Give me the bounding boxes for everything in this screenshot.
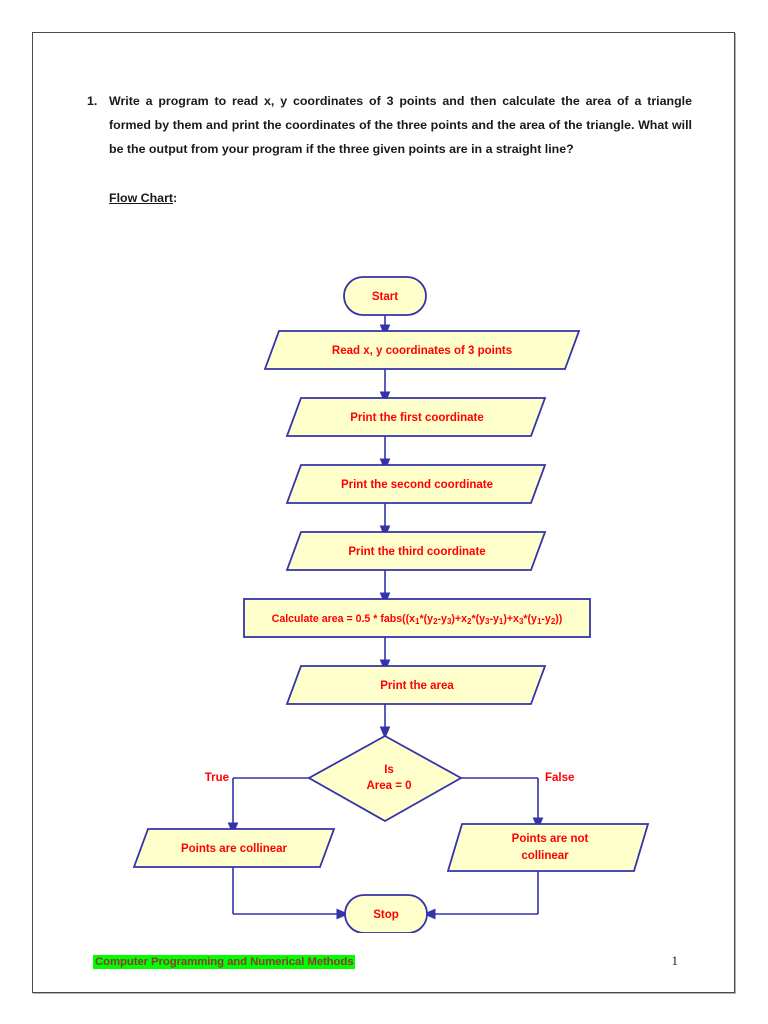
flowchart: Start Read x, y coordinates of 3 points … (33, 233, 736, 933)
flow-node-decision-line1: Is (384, 764, 394, 776)
flow-node-read[interactable]: Read x, y coordinates of 3 points (263, 330, 581, 370)
flow-node-print-first[interactable]: Print the first coordinate (285, 397, 547, 437)
flow-node-not-collinear[interactable]: Points are not collinear (446, 823, 650, 872)
flow-node-not-collinear-line1: Points are not (512, 833, 589, 845)
flow-node-start[interactable]: Start (343, 276, 427, 316)
flow-node-print-area-label: Print the area (380, 680, 454, 692)
flow-node-print-second-label: Print the second coordinate (341, 479, 493, 491)
flow-node-print-third-label: Print the third coordinate (348, 546, 485, 558)
question-number: 1. (87, 94, 98, 108)
document-page: 1. Write a program to read x, y coordina… (32, 32, 735, 993)
flow-node-print-first-label: Print the first coordinate (350, 412, 484, 424)
flow-node-print-second[interactable]: Print the second coordinate (285, 464, 547, 504)
flow-node-collinear-label: Points are collinear (181, 843, 288, 855)
page-footer: Computer Programming and Numerical Metho… (93, 953, 678, 969)
flow-node-stop[interactable]: Stop (344, 894, 428, 933)
branch-label-true: True (205, 772, 229, 784)
question-block: 1. Write a program to read x, y coordina… (87, 89, 692, 162)
footer-course-title: Computer Programming and Numerical Metho… (93, 955, 356, 969)
flow-node-collinear[interactable]: Points are collinear (132, 828, 336, 868)
flow-node-start-label: Start (372, 291, 398, 303)
flow-node-decision[interactable]: Is Area = 0 (307, 734, 463, 823)
flow-chart-heading: Flow Chart: (109, 191, 177, 205)
flow-chart-heading-colon: : (173, 191, 178, 205)
flow-node-print-area[interactable]: Print the area (285, 665, 547, 705)
flow-node-not-collinear-line2: collinear (521, 850, 569, 862)
flow-chart-heading-underlined: Flow Chart (109, 191, 174, 205)
flow-node-print-third[interactable]: Print the third coordinate (285, 531, 547, 571)
flow-node-read-label: Read x, y coordinates of 3 points (332, 345, 512, 357)
flow-node-stop-label: Stop (373, 909, 399, 921)
flow-node-calculate[interactable]: Calculate area = 0.5 * fabs((x1*(y2-y3)+… (243, 598, 591, 638)
branch-label-false: False (545, 772, 574, 784)
question-text: Write a program to read x, y coordinates… (109, 94, 692, 157)
flow-node-decision-line2: Area = 0 (366, 780, 411, 792)
flow-node-calculate-label: Calculate area = 0.5 * fabs((x1*(y2-y3)+… (272, 613, 563, 626)
footer-page-number: 1 (671, 953, 679, 968)
